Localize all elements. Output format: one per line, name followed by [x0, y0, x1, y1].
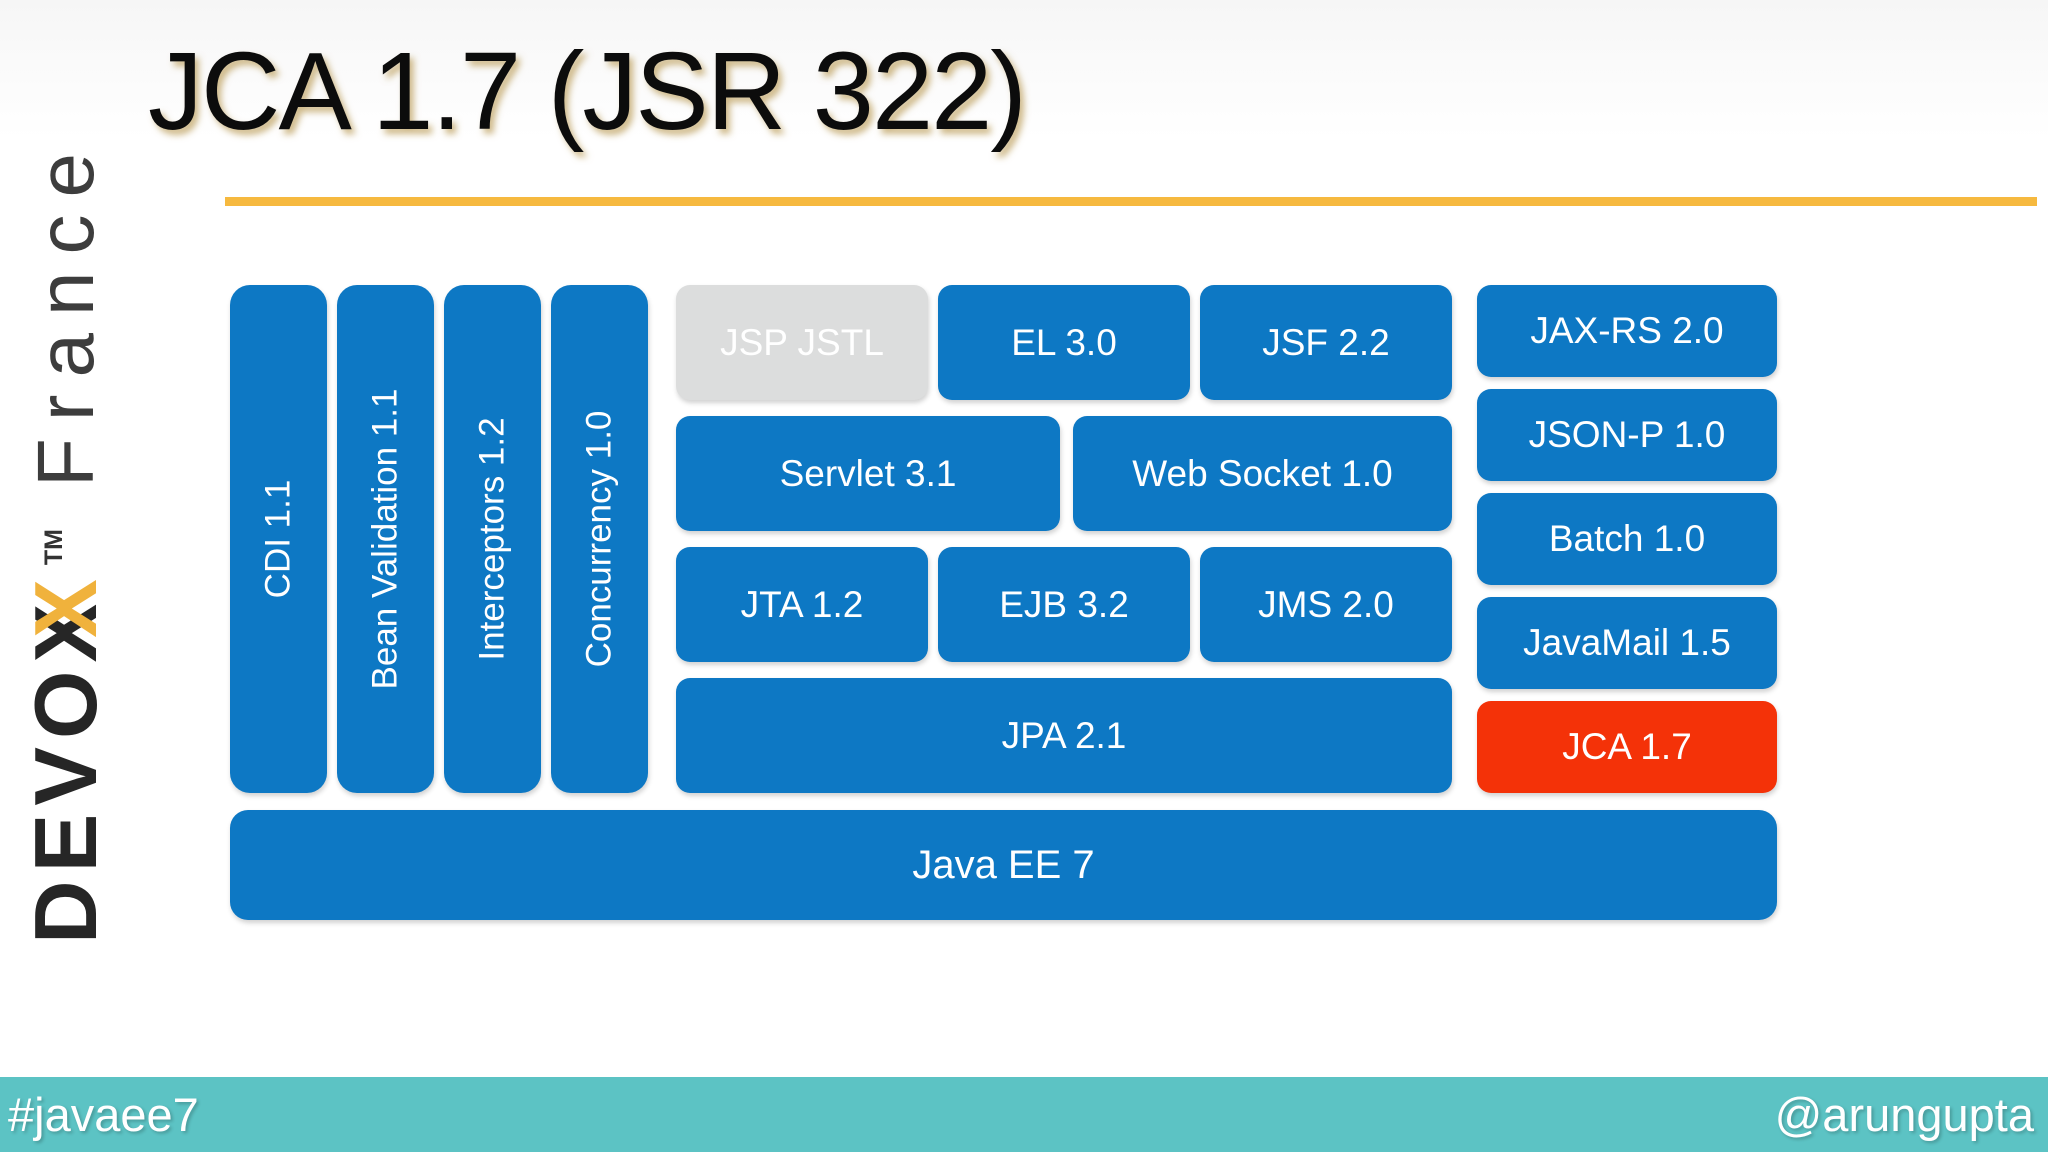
- block-el: EL 3.0: [938, 285, 1190, 400]
- block-ejb: EJB 3.2: [938, 547, 1190, 662]
- block-javamail: JavaMail 1.5: [1477, 597, 1777, 689]
- block-jms-label: JMS 2.0: [1258, 583, 1394, 625]
- footer-twitter-handle: @arungupta: [1774, 1088, 2034, 1141]
- block-ejb-label: EJB 3.2: [999, 583, 1129, 625]
- pillar-cdi-label: CDI 1.1: [258, 479, 298, 599]
- title-underline: [225, 197, 2037, 206]
- block-jaxrs-label: JAX-RS 2.0: [1530, 310, 1724, 351]
- block-javaee7-base: Java EE 7: [230, 810, 1777, 920]
- block-jsonp-label: JSON-P 1.0: [1528, 414, 1726, 455]
- footer-bar: #javaee7 @arungupta: [0, 1077, 2048, 1152]
- block-jca-label: JCA 1.7: [1562, 726, 1692, 767]
- block-servlet-label: Servlet 3.1: [779, 452, 957, 494]
- pillar-interceptors: Interceptors 1.2: [444, 285, 541, 793]
- block-jca-highlighted: JCA 1.7: [1477, 701, 1777, 793]
- block-jsp-jstl: JSP JSTL: [676, 285, 928, 400]
- block-batch-label: Batch 1.0: [1548, 518, 1706, 559]
- pillar-bean-validation-label: Bean Validation 1.1: [365, 388, 405, 690]
- block-jsp-jstl-label: JSP JSTL: [720, 321, 884, 363]
- pillar-concurrency: Concurrency 1.0: [551, 285, 648, 793]
- block-jpa-label: JPA 2.1: [1001, 714, 1127, 756]
- block-jms: JMS 2.0: [1200, 547, 1452, 662]
- block-websocket: Web Socket 1.0: [1073, 416, 1452, 531]
- block-websocket-label: Web Socket 1.0: [1132, 452, 1393, 494]
- block-javaee7-base-label: Java EE 7: [912, 842, 1095, 887]
- block-jsf: JSF 2.2: [1200, 285, 1452, 400]
- footer-hashtag: #javaee7: [8, 1088, 199, 1141]
- block-jsonp: JSON-P 1.0: [1477, 389, 1777, 481]
- block-servlet: Servlet 3.1: [676, 416, 1060, 531]
- block-el-label: EL 3.0: [1011, 321, 1117, 363]
- block-jpa: JPA 2.1: [676, 678, 1452, 793]
- devoxx-france-logo: DEVOXXTM France: [15, 136, 117, 944]
- devoxx-region-label: France: [21, 136, 110, 488]
- pillar-bean-validation: Bean Validation 1.1: [337, 285, 434, 793]
- devoxx-wordmark: DEVOXXTM: [15, 529, 117, 944]
- pillar-concurrency-label: Concurrency 1.0: [579, 410, 619, 668]
- pillar-interceptors-label: Interceptors 1.2: [472, 417, 512, 661]
- block-javamail-label: JavaMail 1.5: [1523, 622, 1731, 663]
- block-jsf-label: JSF 2.2: [1262, 321, 1390, 363]
- block-jta-label: JTA 1.2: [740, 583, 864, 625]
- slide-title: JCA 1.7 (JSR 322): [148, 30, 1027, 153]
- devoxx-x-yellow: X: [16, 571, 115, 638]
- block-jaxrs: JAX-RS 2.0: [1477, 285, 1777, 377]
- trademark-symbol: TM: [40, 529, 68, 566]
- block-jta: JTA 1.2: [676, 547, 928, 662]
- pillar-cdi: CDI 1.1: [230, 285, 327, 793]
- block-batch: Batch 1.0: [1477, 493, 1777, 585]
- devoxx-wordmark-prefix: DEVO: [16, 662, 115, 944]
